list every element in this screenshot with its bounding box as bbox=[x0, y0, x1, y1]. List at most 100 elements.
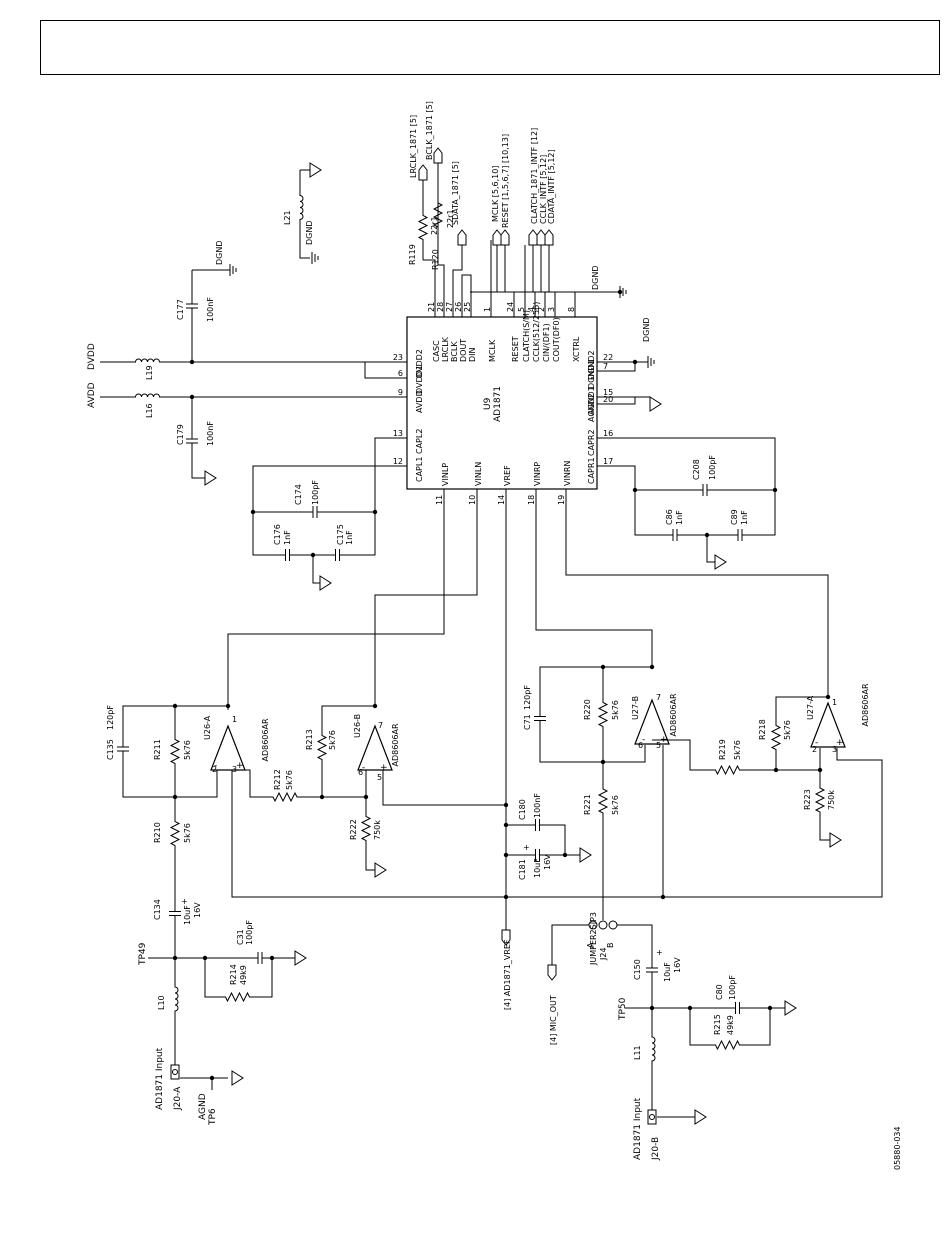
pin-4: 4 bbox=[527, 307, 536, 312]
u27b-part: AD8606AR bbox=[669, 693, 678, 736]
u27a-plus: + bbox=[836, 738, 844, 748]
c135-ref: C135 bbox=[106, 739, 115, 760]
l11-ref: L11 bbox=[633, 1045, 642, 1060]
pin-21: 21 bbox=[427, 302, 436, 312]
l16-ref: L16 bbox=[145, 403, 154, 418]
r210-val: 5k76 bbox=[183, 823, 192, 843]
c180-ref: C180 bbox=[518, 799, 527, 820]
j24-b: B bbox=[606, 943, 615, 949]
u26a-plus: + bbox=[236, 761, 244, 771]
r220-ref: R220 bbox=[583, 699, 592, 720]
c31-val: 100pF bbox=[245, 920, 254, 945]
pin-name: VINRN bbox=[563, 461, 572, 486]
pin-9: 9 bbox=[398, 388, 403, 397]
c179-ref: C179 bbox=[176, 424, 185, 445]
tp6-label: AGND bbox=[198, 1093, 208, 1120]
c150-plus: + bbox=[656, 948, 663, 957]
net-mic-out: [4] MIC_OUT bbox=[549, 995, 558, 1045]
c71-ref: C71 bbox=[523, 714, 532, 730]
net-reset: RESET [1,5,6,7] [10,13] bbox=[501, 134, 510, 228]
r119-ref: R119 bbox=[408, 244, 417, 265]
r223-val: 750k bbox=[827, 790, 836, 810]
u26a-ref: U26-A bbox=[203, 715, 212, 740]
r218-ref: R218 bbox=[758, 719, 767, 740]
pin-name: AGND2 bbox=[587, 393, 596, 422]
pin-name-DVDD2: DVDD2 bbox=[415, 349, 424, 378]
u26b-plus: + bbox=[380, 763, 388, 773]
pin-12: 12 bbox=[393, 457, 403, 466]
pin-11: 11 bbox=[435, 495, 444, 505]
pin-name-AVDD: AVDD bbox=[415, 390, 424, 413]
pin-name: VINLN bbox=[474, 462, 483, 486]
title-block bbox=[40, 20, 940, 75]
pin-19: 19 bbox=[557, 495, 566, 505]
pin-7: 7 bbox=[603, 362, 608, 371]
c176-val: 1nF bbox=[283, 530, 292, 545]
r211-ref: R211 bbox=[153, 739, 162, 760]
r214-val: 49k9 bbox=[239, 965, 248, 985]
c175-val: 1nF bbox=[345, 530, 354, 545]
net-bclk: BCLK_1871 [5] bbox=[425, 101, 434, 160]
pin-name: RESET bbox=[511, 336, 520, 362]
c176-ref: C176 bbox=[273, 524, 282, 545]
tp50-ref: TP50 bbox=[618, 997, 628, 1021]
pin-name: DIN bbox=[468, 347, 477, 362]
r215-ref: R215 bbox=[713, 1014, 722, 1035]
u27a-part: AD8606AR bbox=[861, 683, 870, 726]
dgnd-top: DGND bbox=[591, 265, 600, 290]
pin-18: 18 bbox=[527, 495, 536, 505]
j24-a: A bbox=[586, 942, 595, 948]
net-cdata: CDATA_INTF [5,12] bbox=[547, 149, 556, 224]
net-vref-out: [4] AD1871_VREF bbox=[503, 939, 512, 1010]
j20a-ref: J20-A bbox=[173, 1086, 183, 1111]
u27b-pin5: 5 bbox=[656, 741, 661, 750]
j24-ref: J24 bbox=[599, 947, 608, 961]
pin-name: CASC bbox=[432, 340, 441, 362]
pin-name: VINLP bbox=[441, 463, 450, 486]
u26b-part: AD8606AR bbox=[391, 723, 400, 766]
r212-val: 5k76 bbox=[285, 770, 294, 790]
pin-2: 2 bbox=[537, 307, 546, 312]
r218-val: 5k76 bbox=[783, 720, 792, 740]
c208-val: 100pF bbox=[708, 455, 717, 480]
r214-ref: R214 bbox=[229, 964, 238, 985]
u27b-plus: + bbox=[660, 735, 668, 745]
c179-val: 100nF bbox=[206, 421, 215, 446]
c31-ref: C31 bbox=[236, 929, 245, 945]
c135-val: 120pF bbox=[106, 705, 115, 730]
u26b-pin7: 7 bbox=[378, 721, 383, 730]
r211-val: 5k76 bbox=[183, 740, 192, 760]
c150-val: 10uF bbox=[663, 962, 672, 982]
tp6-ref: TP6 bbox=[208, 1108, 218, 1126]
pin-name-CAPL2: CAPL2 bbox=[415, 429, 424, 454]
c177-val: 100nF bbox=[206, 297, 215, 322]
l10-ref: L10 bbox=[157, 995, 166, 1010]
pin-name: CAPR1 bbox=[587, 457, 596, 484]
pin-name-DVDD1: DVDD1 bbox=[415, 365, 424, 394]
r212-ref: R212 bbox=[273, 769, 282, 790]
c89-val: 1nF bbox=[740, 510, 749, 525]
pin-5: 5 bbox=[517, 307, 526, 312]
u26b-ref: U26-B bbox=[353, 714, 362, 738]
c80-val: 100pF bbox=[728, 975, 737, 1000]
net-lrclk: LRCLK_1871 [5] bbox=[409, 115, 418, 178]
r210-ref: R210 bbox=[153, 822, 162, 843]
pin-6: 6 bbox=[398, 369, 403, 378]
pin-16: 16 bbox=[603, 429, 613, 438]
c175-ref: C175 bbox=[336, 524, 345, 545]
c80-ref: C80 bbox=[715, 984, 724, 1000]
pin-name: VREF bbox=[503, 465, 512, 486]
r220-val: 5k76 bbox=[611, 700, 620, 720]
c150-v: 16V bbox=[673, 957, 682, 973]
pin-name: CAPR2 bbox=[587, 429, 596, 456]
u26a-pin3: 3 bbox=[232, 765, 237, 774]
